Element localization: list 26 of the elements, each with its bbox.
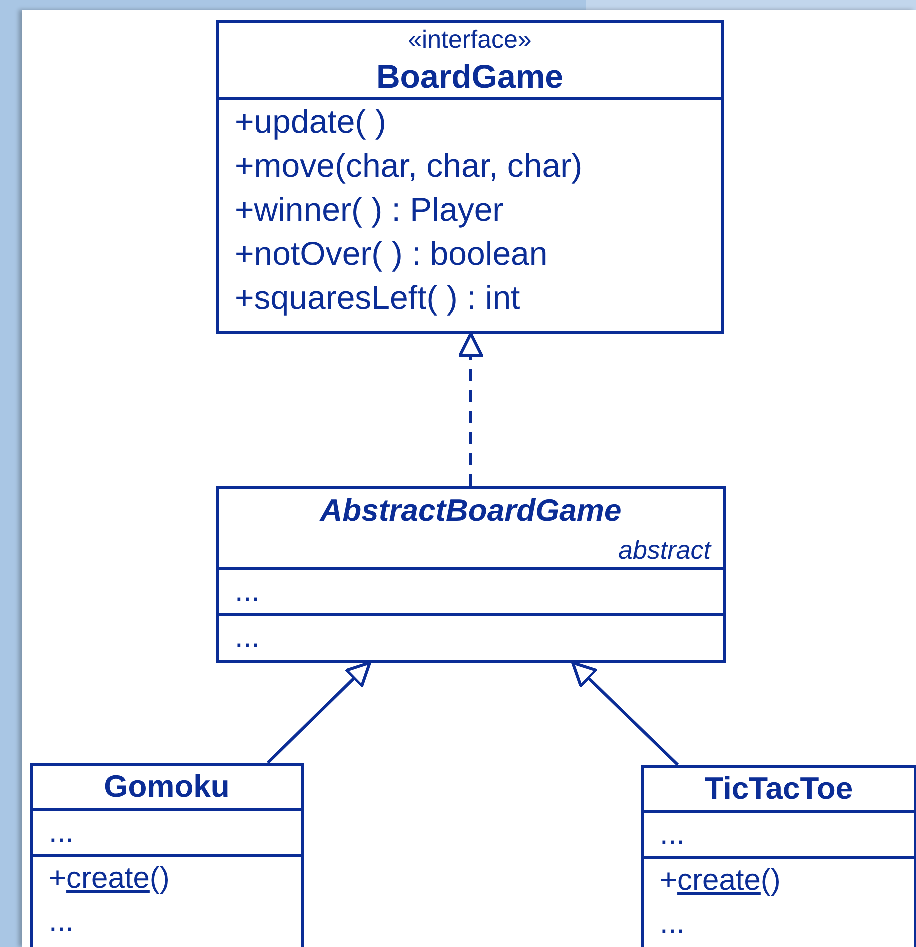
class-box xyxy=(30,763,304,947)
class-name: TicTacToe xyxy=(704,770,854,808)
member-text: +squaresLeft( ) : int xyxy=(234,278,522,318)
member-text: +update( ) xyxy=(234,102,388,142)
class-name: BoardGame xyxy=(375,57,565,97)
method-text: +create() xyxy=(659,863,782,899)
class-name: AbstractBoardGame xyxy=(318,492,623,530)
member-text: +notOver( ) : boolean xyxy=(234,234,549,274)
method-text: +create() xyxy=(48,861,171,897)
stereotype-text: «interface» xyxy=(407,25,533,56)
member-text: +move(char, char, char) xyxy=(234,146,584,186)
modifier-text: abstract xyxy=(618,534,713,567)
member-text: ... xyxy=(234,620,262,656)
inheritance-arrow xyxy=(572,662,680,766)
class-box xyxy=(641,765,916,947)
class-box xyxy=(216,486,726,663)
member-text: ... xyxy=(234,574,262,610)
member-text: ... xyxy=(659,817,686,853)
member-text: ... xyxy=(659,906,686,942)
member-text: +winner( ) : Player xyxy=(234,190,505,230)
inheritance-arrow xyxy=(266,662,372,764)
member-text: ... xyxy=(48,815,76,851)
member-text: ... xyxy=(48,904,76,940)
realization-arrow xyxy=(458,332,484,486)
class-name: Gomoku xyxy=(103,768,231,806)
class-box xyxy=(216,20,724,334)
